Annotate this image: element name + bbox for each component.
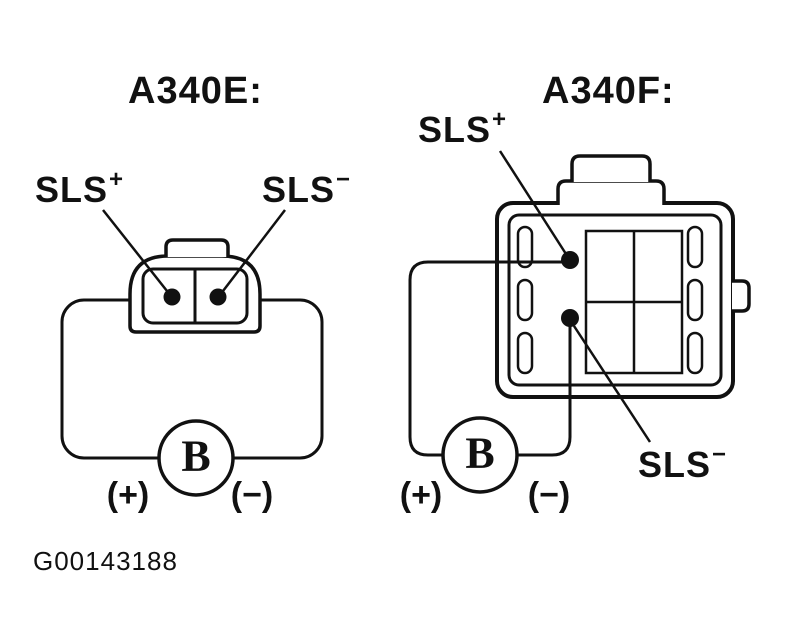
a340f-diagram — [408, 150, 751, 494]
a340e-pin-sls-plus — [163, 288, 181, 306]
a340e-pointer-sls-plus — [102, 209, 168, 292]
a340f-battery-letter: B — [465, 428, 495, 478]
a340e-title: A340E: — [128, 70, 263, 112]
a340f-connector-top-tab-outer — [556, 179, 666, 205]
a340e-positive-terminal-label: (+) — [106, 476, 150, 514]
a340f-slot-left-1 — [516, 225, 534, 269]
a340e-negative-terminal-label: (−) — [230, 476, 274, 514]
a340f-positive-terminal-label: (+) — [399, 476, 443, 514]
a340f-sls-plus-base: SLS — [418, 109, 492, 150]
a340e-sls-plus-base: SLS — [35, 169, 109, 210]
a340f-slot-right-2 — [686, 278, 704, 322]
a340f-sls-plus-sign: + — [492, 106, 508, 133]
a340f-pin-sls-plus — [561, 251, 579, 269]
a340f-sls-plus-label: SLS+ — [418, 106, 508, 151]
a340f-connector-top-tab-inner — [570, 154, 652, 182]
a340e-battery-letter: B — [181, 431, 211, 481]
a340e-sls-minus-base: SLS — [262, 169, 336, 210]
a340f-battery-circle — [441, 416, 519, 494]
figure-id: G00143188 — [33, 546, 178, 576]
a340f-slot-left-2 — [516, 278, 534, 322]
a340f-slot-left-3 — [516, 331, 534, 375]
a340e-sls-minus-label: SLS− — [262, 166, 352, 211]
a340e-connector-tab — [164, 238, 230, 257]
a340f-sls-minus-sign: − — [712, 441, 728, 468]
a340f-circuit-wire — [408, 260, 572, 457]
a340f-connector-inner-frame — [507, 213, 723, 387]
a340f-pin-sls-minus — [561, 309, 579, 327]
a340f-pointer-sls-minus — [572, 325, 652, 443]
a340f-slot-right-1 — [686, 225, 704, 269]
a340e-diagram — [60, 209, 324, 497]
a340f-title: A340F: — [542, 70, 675, 112]
a340e-sls-plus-sign: + — [109, 166, 125, 193]
a340e-battery-circle — [157, 419, 235, 497]
a340e-pointer-sls-minus — [222, 209, 286, 292]
a340e-sls-minus-sign: − — [336, 166, 352, 193]
a340f-connector-side-tab — [732, 279, 751, 313]
a340f-sls-minus-base: SLS — [638, 444, 712, 485]
a340f-slot-right-3 — [686, 331, 704, 375]
a340e-pin-sls-minus — [209, 288, 227, 306]
a340f-pointer-sls-plus — [498, 150, 568, 255]
a340f-sls-minus-label: SLS− — [638, 441, 728, 486]
a340f-negative-terminal-label: (−) — [527, 476, 571, 514]
a340e-sls-plus-label: SLS+ — [35, 166, 125, 211]
